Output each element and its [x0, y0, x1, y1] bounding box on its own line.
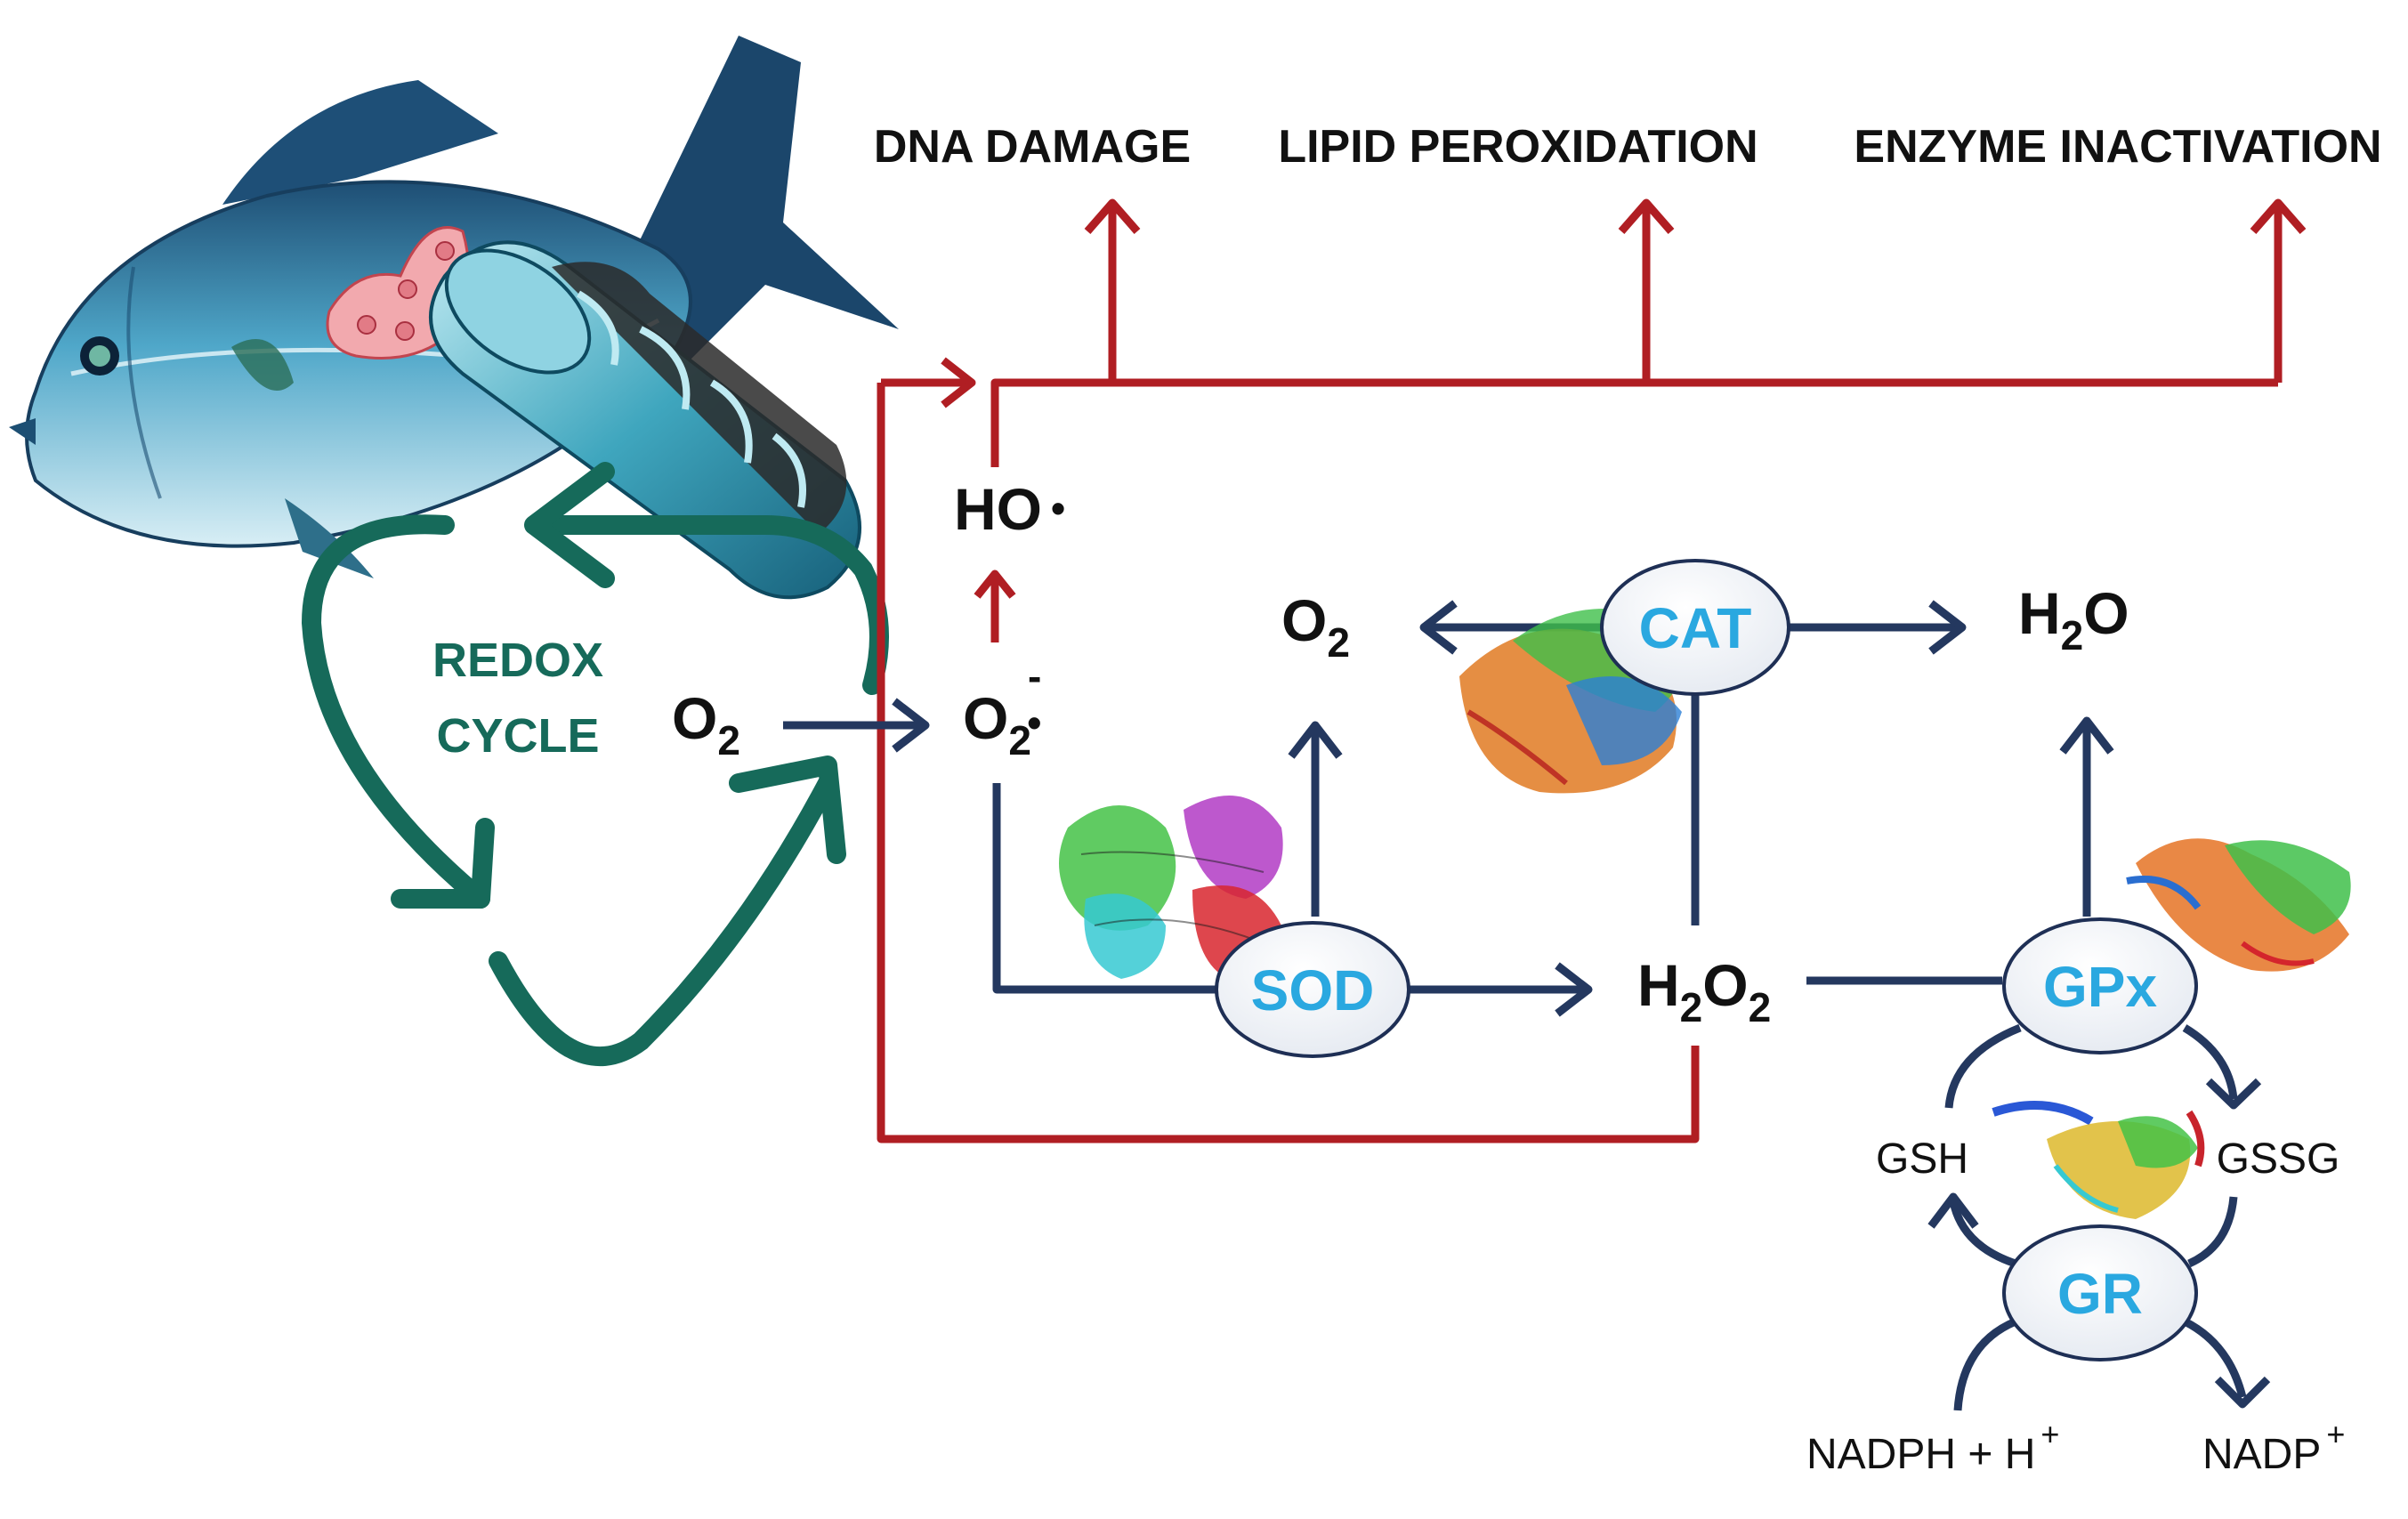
water: H2O — [2018, 580, 2129, 659]
gsh-label: GSH — [1876, 1135, 1968, 1183]
superoxide: O2 -• — [963, 653, 1041, 764]
arrowhead-h2o-from-cat — [1928, 600, 1967, 655]
arc-gpx-to-gssg — [2182, 1024, 2238, 1100]
arc-gr-to-nadp — [2182, 1317, 2247, 1399]
arrowhead-o2-from-cat — [1419, 600, 1458, 655]
nadp-label: NADP+ — [2202, 1416, 2345, 1478]
redox-arrowhead-left — [391, 818, 495, 909]
redox-arrow-left — [301, 514, 490, 909]
nadp-main: NADP — [2202, 1431, 2321, 1478]
damage-pathway — [877, 198, 2307, 1143]
cat-label: CAT — [1639, 596, 1752, 660]
cat-enzyme: CAT — [1600, 559, 1790, 696]
sod-label: SOD — [1251, 958, 1375, 1022]
antioxidant-pathway — [783, 600, 2271, 1411]
hydroxyl-radical: HO• — [954, 476, 1065, 542]
outcome-enzyme-inactivation: ENZYME INACTIVATION — [1854, 121, 2381, 173]
arrowhead-h2o-from-gpx — [2059, 716, 2114, 755]
gpx-protein-structure-icon — [2126, 838, 2351, 972]
fish-illustration — [9, 36, 899, 578]
outcome-lipid-peroxidation: LIPID PEROXIDATION — [1278, 121, 1758, 173]
gssg-label: GSSG — [2217, 1135, 2340, 1183]
h2o2-o: O — [1702, 952, 1748, 1018]
nadph-main: NADPH + H — [1806, 1431, 2035, 1478]
redox-label-line2: CYCLE — [436, 709, 599, 763]
sod-enzyme: SOD — [1215, 921, 1410, 1058]
h2o2-sub2: 2 — [1749, 984, 1772, 1030]
arc-gr-to-gsh — [1949, 1200, 2017, 1268]
gr-enzyme: GR — [2002, 1224, 2198, 1361]
oxygen-top-main: O — [1281, 587, 1327, 653]
oxygen-left-sub: 2 — [717, 717, 740, 764]
nadph-sup: + — [2040, 1416, 2059, 1452]
hydrogen-peroxide: H2O2 — [1637, 952, 1771, 1030]
red-arrowhead-up-hydroxyl — [974, 570, 1016, 599]
red-arrowhead-dna — [1084, 198, 1141, 234]
red-top-line — [990, 378, 2278, 467]
superoxide-sub: 2 — [1008, 717, 1031, 764]
red-arrowhead-lipid — [1618, 198, 1675, 234]
gpx-enzyme: GPx — [2002, 917, 2198, 1054]
superoxide-dot: • — [1027, 699, 1041, 746]
nadp-sup: + — [2326, 1416, 2345, 1452]
red-arrowhead-enzyme — [2250, 198, 2307, 234]
arrowhead-superoxide — [892, 698, 930, 753]
superoxide-main: O — [963, 685, 1008, 751]
sod-protein-structure-icon — [1059, 796, 1283, 979]
gr-label: GR — [2057, 1262, 2143, 1326]
red-arrowhead-hydroxyl — [941, 357, 976, 408]
arc-gssg-to-gr — [2187, 1196, 2238, 1268]
oxygen-top-sub: 2 — [1327, 619, 1350, 666]
outcome-dna-damage: DNA DAMAGE — [874, 121, 1191, 173]
arrowhead-gssg — [2205, 1078, 2262, 1110]
redox-cycle: REDOX CYCLE — [301, 462, 889, 1066]
redox-arrowhead-bottom — [729, 755, 846, 864]
red-loop-line — [877, 383, 1700, 1143]
redox-label-line1: REDOX — [432, 634, 603, 687]
oxygen-top: O2 — [1281, 587, 1350, 666]
gpx-label: GPx — [2043, 955, 2157, 1019]
oxygen-left: O2 — [672, 685, 740, 764]
arc-gsh-to-gpx — [1944, 1023, 2022, 1109]
redox-arrowhead-top — [524, 462, 615, 588]
nadph-label: NADPH + H+ — [1806, 1416, 2059, 1478]
mitochondrion-icon — [429, 240, 861, 600]
h2o2-h: H — [1637, 952, 1680, 1018]
hydroxyl-dot: • — [1051, 485, 1065, 531]
gr-protein-structure-icon — [1992, 1101, 2205, 1219]
superoxide-charge: - — [1028, 653, 1041, 699]
arrowhead-nadp — [2214, 1376, 2271, 1409]
water-sub: 2 — [2061, 612, 2084, 659]
arrowhead-gsh — [1927, 1192, 1979, 1229]
redox-arrow-bottom — [489, 773, 837, 1066]
line-superoxide-to-sod — [992, 783, 1219, 994]
arrowhead-h2o2 — [1555, 962, 1593, 1017]
arc-nadph-to-gr — [1953, 1317, 2017, 1411]
water-o: O — [2083, 580, 2129, 646]
oxygen-left-main: O — [672, 685, 717, 751]
arrowhead-o2-from-sod — [1288, 721, 1343, 759]
water-h: H — [2018, 580, 2061, 646]
h2o2-sub1: 2 — [1680, 984, 1703, 1030]
hydroxyl-main: HO — [954, 476, 1042, 542]
